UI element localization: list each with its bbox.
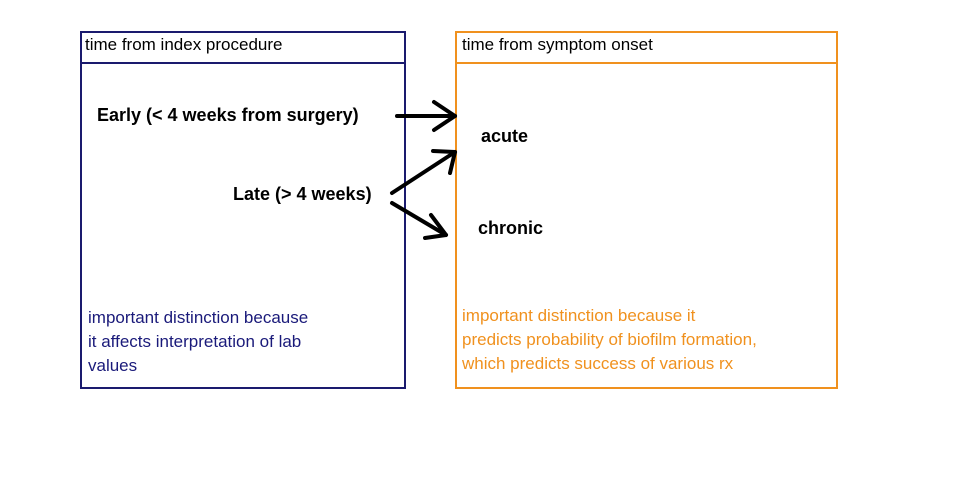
- left-panel-header: time from index procedure: [85, 35, 283, 54]
- late-label: Late (> 4 weeks): [233, 184, 372, 204]
- arrow-late-to-acute: [390, 149, 457, 195]
- early-label: Early (< 4 weeks from surgery): [97, 105, 359, 125]
- left-panel-note: important distinction because it affects…: [88, 308, 309, 375]
- right-panel-note: important distinction because it predict…: [462, 306, 757, 373]
- right-panel-header-box: [455, 31, 838, 64]
- right-panel-header: time from symptom onset: [462, 35, 653, 54]
- arrow-early-to-acute: [395, 100, 457, 132]
- left-panel-header-box: [80, 31, 406, 64]
- chronic-label: chronic: [478, 218, 544, 238]
- acute-label: acute: [481, 126, 529, 146]
- arrow-late-to-chronic: [390, 201, 448, 240]
